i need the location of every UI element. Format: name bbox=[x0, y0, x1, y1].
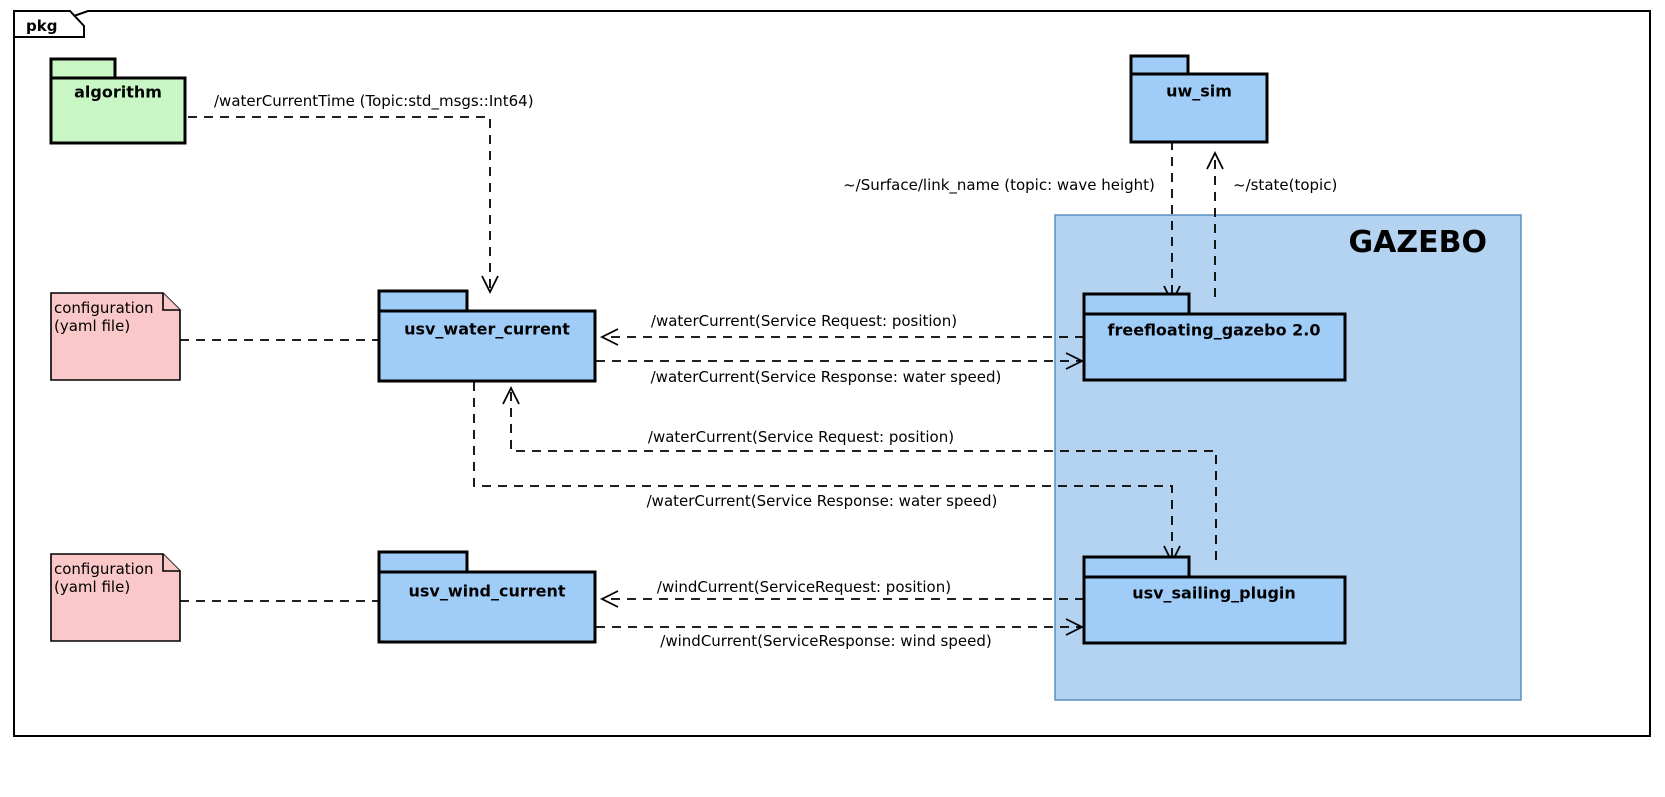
edge-wind-request: /windCurrent(ServiceRequest: position) bbox=[599, 578, 1084, 608]
node-uw-sim-label: uw_sim bbox=[1166, 82, 1232, 101]
note-config-wind-line2: (yaml file) bbox=[54, 578, 130, 596]
frame-label: pkg bbox=[26, 17, 57, 35]
edge-wind-response: /windCurrent(ServiceResponse: wind speed… bbox=[596, 618, 1085, 650]
node-usv-sailing-plugin[interactable]: usv_sailing_plugin bbox=[1082, 555, 1347, 645]
node-freefloating-gazebo[interactable]: freefloating_gazebo 2.0 bbox=[1082, 292, 1347, 382]
edge-water-response-sailing-line bbox=[473, 382, 1173, 560]
node-freefloating-gazebo-label: freefloating_gazebo 2.0 bbox=[1108, 321, 1321, 340]
edge-water-request-sailing-arrow bbox=[502, 385, 520, 405]
node-uw-sim[interactable]: uw_sim bbox=[1129, 54, 1269, 144]
edge-water-response-freefloating: /waterCurrent(Service Response: water sp… bbox=[596, 352, 1085, 386]
node-algorithm[interactable]: algorithm bbox=[49, 57, 187, 145]
edge-water-response-freefloating-arrow bbox=[1065, 352, 1085, 370]
note-config-water-shape bbox=[50, 292, 181, 381]
node-usv-sailing-plugin-label: usv_sailing_plugin bbox=[1132, 584, 1296, 603]
node-usv-wind-current-label: usv_wind_current bbox=[409, 582, 566, 601]
edge-water-request-sailing-line bbox=[510, 390, 1217, 560]
edge-water-request-freefloating-label: /waterCurrent(Service Request: position) bbox=[651, 312, 957, 330]
note-config-water-line1: configuration bbox=[54, 299, 154, 317]
note-config-wind-line1: configuration bbox=[54, 560, 154, 578]
node-usv-wind-current-body bbox=[377, 570, 597, 644]
edge-surface-link-name-label: ~/Surface/link_name (topic: wave height) bbox=[843, 176, 1155, 195]
edge-water-request-freefloating-arrow bbox=[599, 328, 619, 346]
edge-wind-request-arrow bbox=[599, 590, 619, 608]
note-config-wind[interactable]: configuration (yaml file) bbox=[50, 553, 181, 642]
frame-tab bbox=[13, 10, 85, 38]
package-frame: pkg bbox=[13, 10, 1651, 737]
node-algorithm-label: algorithm bbox=[74, 83, 162, 102]
edge-water-current-time: /waterCurrentTime (Topic:std_msgs::Int64… bbox=[188, 92, 534, 295]
edge-wind-response-label: /windCurrent(ServiceResponse: wind speed… bbox=[660, 632, 991, 650]
edge-state-topic: ~/state(topic) bbox=[1206, 150, 1337, 297]
node-freefloating-gazebo-body bbox=[1082, 312, 1347, 382]
edge-water-response-freefloating-label: /waterCurrent(Service Response: water sp… bbox=[651, 368, 1002, 386]
edge-water-response-sailing-label: /waterCurrent(Service Response: water sp… bbox=[647, 492, 998, 510]
gazebo-title: GAZEBO bbox=[1349, 225, 1487, 260]
node-algorithm-body bbox=[49, 76, 187, 145]
note-config-water-fold bbox=[162, 293, 180, 311]
node-usv-wind-current[interactable]: usv_wind_current bbox=[377, 550, 597, 644]
note-config-wind-fold bbox=[162, 554, 180, 572]
note-config-water[interactable]: configuration (yaml file) bbox=[50, 292, 181, 381]
edge-state-topic-arrow bbox=[1206, 150, 1224, 170]
edge-water-current-time-arrow bbox=[481, 275, 499, 295]
node-uw-sim-body bbox=[1129, 72, 1269, 144]
node-usv-water-current[interactable]: usv_water_current bbox=[377, 289, 597, 383]
node-usv-water-current-body bbox=[377, 309, 597, 383]
frame-outline bbox=[13, 10, 1651, 737]
edge-water-request-sailing-label: /waterCurrent(Service Request: position) bbox=[648, 428, 954, 446]
node-usv-sailing-plugin-body bbox=[1082, 575, 1347, 645]
edge-state-topic-label: ~/state(topic) bbox=[1233, 176, 1337, 194]
note-config-water-line2: (yaml file) bbox=[54, 317, 130, 335]
edge-wind-response-arrow bbox=[1065, 618, 1085, 636]
edge-wind-request-label: /windCurrent(ServiceRequest: position) bbox=[657, 578, 951, 596]
note-config-wind-shape bbox=[50, 553, 181, 642]
edge-water-request-sailing: /waterCurrent(Service Request: position) bbox=[502, 385, 1217, 560]
node-usv-water-current-label: usv_water_current bbox=[404, 320, 570, 339]
edge-water-current-time-line bbox=[188, 116, 491, 290]
edge-water-request-freefloating: /waterCurrent(Service Request: position) bbox=[599, 312, 1084, 346]
edge-water-current-time-label: /waterCurrentTime (Topic:std_msgs::Int64… bbox=[214, 92, 534, 111]
